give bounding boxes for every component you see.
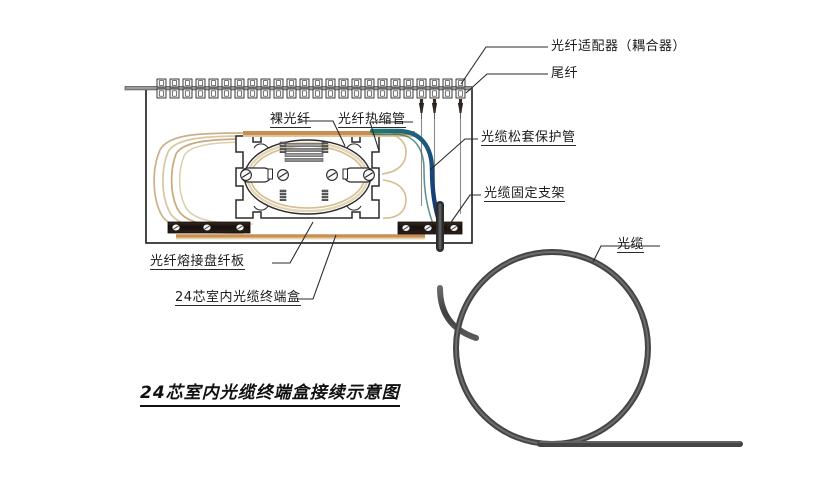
optical-cable [436, 201, 743, 447]
heat-shrink-sleeve-group [279, 141, 329, 201]
label-loose-tube-protector: 光缆松套保护管 [481, 130, 576, 146]
label-heat-shrink-tube: 光纤热缩管 [338, 112, 406, 128]
label-bare-fiber: 裸光纤 [270, 112, 311, 128]
diagram-title: 24芯室内光缆终端盒接续示意图 [140, 378, 400, 407]
label-splice-tray: 光纤熔接盘纤板 [150, 254, 245, 270]
label-fiber-adapter: 光纤适配器（耦合器） [551, 39, 687, 54]
label-pigtail: 尾纤 [551, 66, 579, 81]
cable-fixing-bracket-right [397, 221, 463, 235]
label-optical-cable: 光缆 [617, 237, 645, 253]
label-cable-fixing-bracket: 光缆固定支架 [484, 186, 566, 202]
cable-fixing-bracket-left [167, 221, 251, 234]
leader-lines [272, 46, 660, 300]
splice-tray [235, 135, 380, 219]
label-terminal-box: 24芯室内光缆终端盒 [175, 290, 301, 306]
